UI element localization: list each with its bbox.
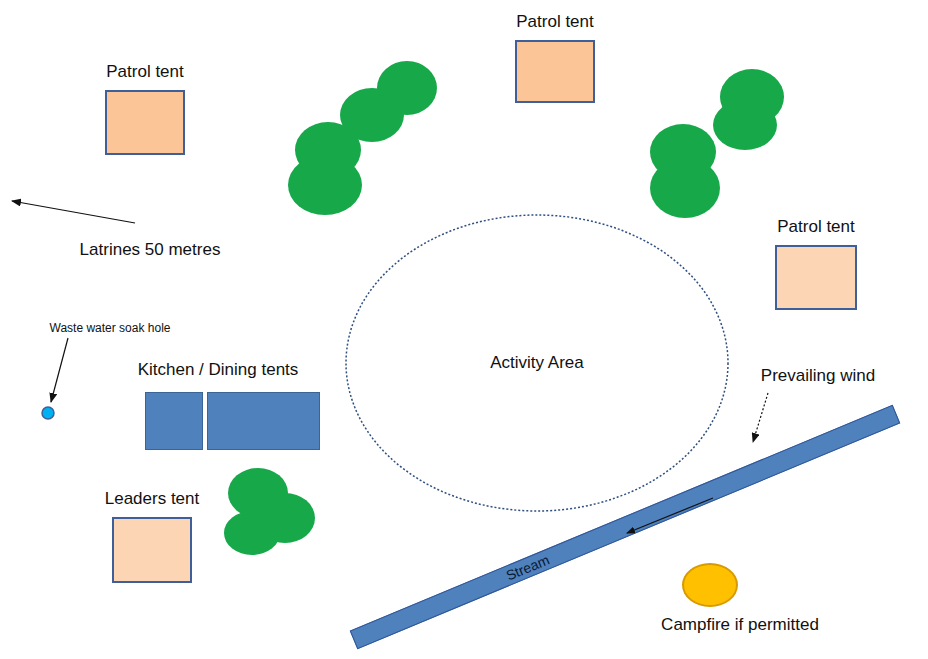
trees [224, 61, 784, 555]
wind-arrow [753, 393, 768, 442]
tent-label: Patrol tent [777, 217, 855, 237]
kitchen-tent [145, 392, 203, 450]
leaders-tent: Leaders tent [112, 517, 192, 583]
latrines-note: Latrines 50 metres [80, 240, 221, 260]
patrol-tent: Patrol tent [775, 245, 857, 310]
wind-label: Prevailing wind [761, 366, 875, 386]
tent-label: Patrol tent [516, 12, 594, 32]
activity-area: Activity Area [344, 213, 730, 513]
soak-hole [42, 407, 54, 419]
soak-hole-label: Waste water soak hole [50, 321, 171, 335]
patrol-tent: Patrol tent [515, 40, 595, 103]
campfire-label: Campfire if permitted [661, 615, 819, 635]
tent-label: Patrol tent [106, 62, 184, 82]
stream-label: Stream [504, 551, 552, 583]
kitchen-label: Kitchen / Dining tents [138, 360, 299, 380]
patrol-tent: Patrol tent [105, 90, 185, 155]
campfire: Campfire if permitted [682, 563, 738, 607]
direction-arrow [12, 201, 135, 223]
stream-band: Stream [350, 405, 901, 649]
kitchen-dining-tents: Kitchen / Dining tents [145, 392, 320, 450]
leader-arrow [51, 338, 68, 402]
tent-label: Leaders tent [105, 489, 200, 509]
dining-tent [207, 392, 320, 450]
area-label: Activity Area [490, 353, 584, 373]
